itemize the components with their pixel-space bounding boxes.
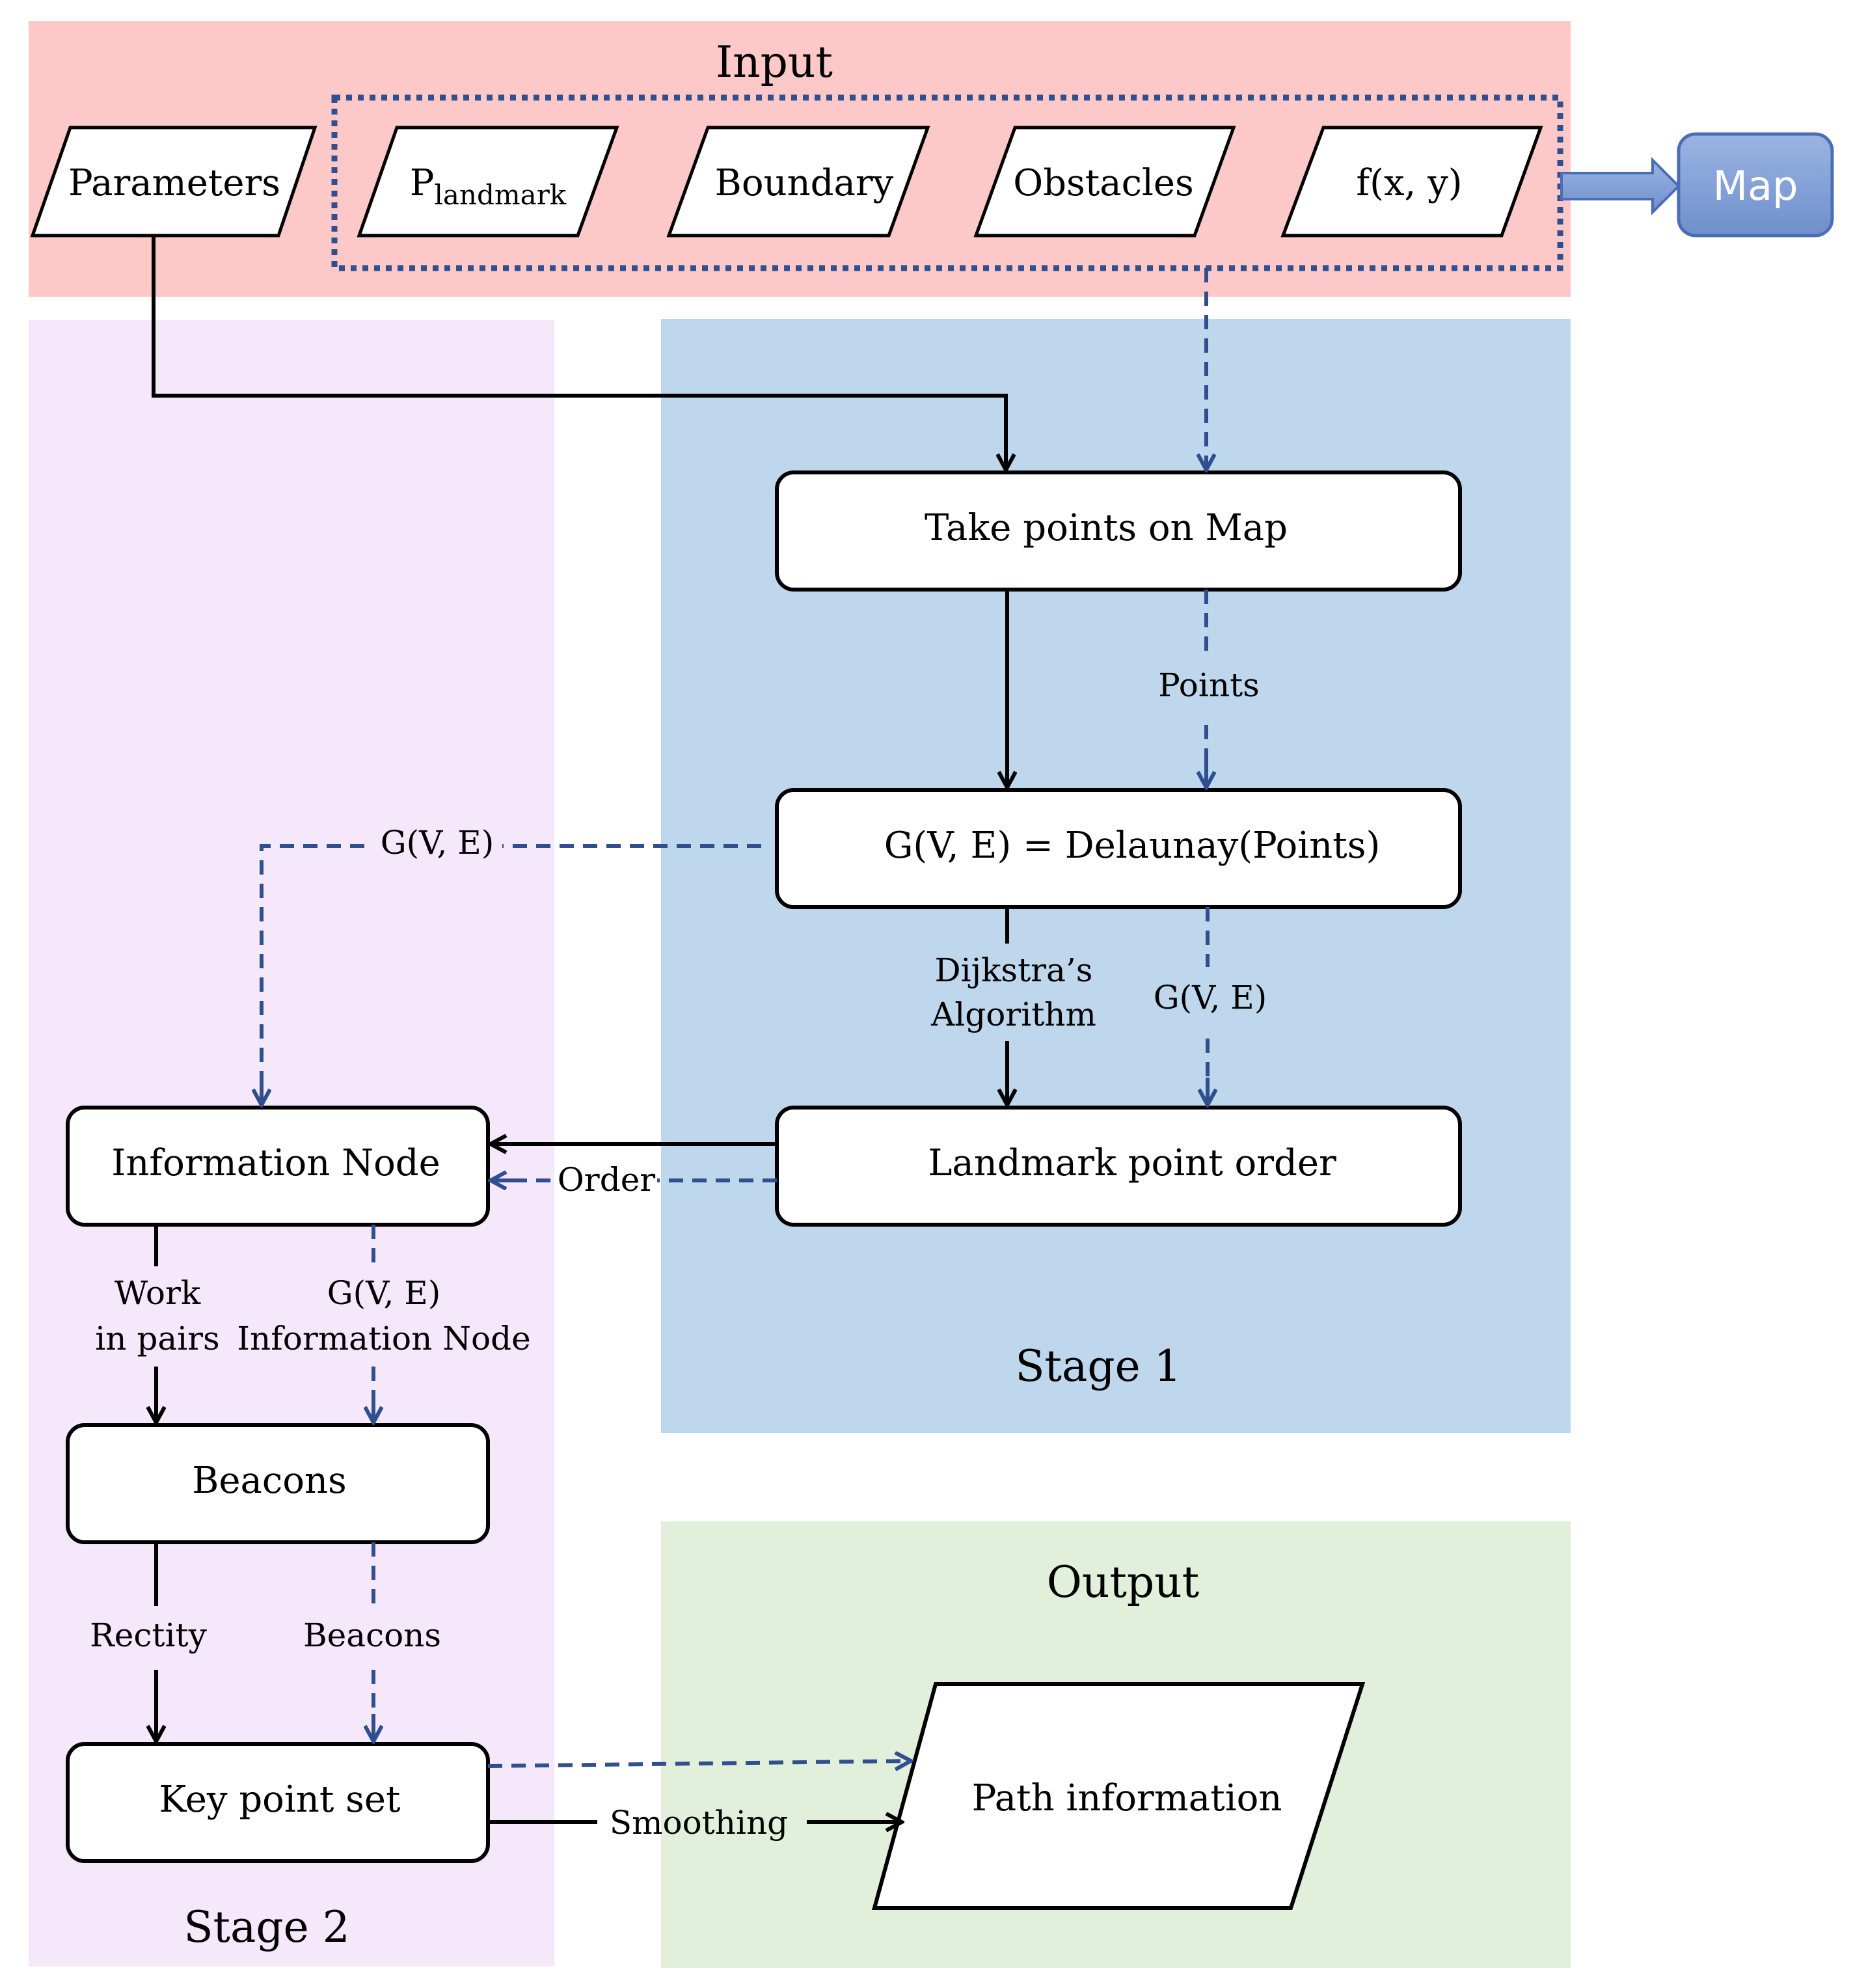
input-panel-title: Input (716, 37, 833, 87)
path-information-shape (872, 1682, 1366, 1910)
fxy-input-shape (1280, 126, 1543, 238)
obstacles-input-shape (973, 126, 1236, 238)
rectity-edge-label: Rectity (90, 1616, 207, 1654)
parameters-input-shape (30, 126, 318, 238)
delaunay-to-information-node-dashed-arrow (260, 844, 761, 1105)
key-point-set-label: Key point set (159, 1778, 401, 1821)
stage2-panel-title: Stage 2 (183, 1902, 349, 1952)
output-panel-title: Output (1047, 1557, 1199, 1607)
beacons-label: Beacons (192, 1460, 347, 1502)
map-box (1677, 132, 1834, 238)
key-point-set-to-path-dashed-arrow (487, 1761, 911, 1766)
delaunay-box (775, 788, 1462, 909)
path-information-label: Path information (972, 1777, 1282, 1819)
delaunay-label: G(V, E) = Delaunay(Points) (884, 824, 1381, 867)
fxy-input-label: f(x, y) (1356, 162, 1462, 204)
smoothing-edge-label: Smoothing (610, 1804, 788, 1842)
p-landmark-main: P (410, 162, 435, 204)
gve-info-edge-label-line1: G(V, E) (327, 1274, 441, 1312)
work-in-pairs-edge-label-line2: in pairs (95, 1320, 219, 1357)
points-edge-label: Points (1158, 666, 1260, 704)
take-points-label: Take points on Map (925, 507, 1288, 549)
obstacles-input-label: Obstacles (1013, 162, 1194, 204)
boundary-input-label: Boundary (715, 162, 894, 204)
parameters-to-take-points-arrow (152, 236, 1006, 470)
p-landmark-input-label: Plandmark (410, 162, 567, 211)
p-landmark-input-shape (357, 126, 619, 238)
parameters-input-label: Parameters (68, 162, 280, 204)
stage1-panel-title: Stage 1 (1015, 1341, 1181, 1391)
p-landmark-subscript: landmark (434, 179, 566, 211)
gve-left-edge-label: G(V, E) (381, 824, 494, 862)
beacons-edge-label: Beacons (303, 1616, 441, 1654)
gve-right-edge-label: G(V, E) (1154, 979, 1267, 1016)
map-block-arrow (1560, 157, 1681, 215)
landmark-order-label: Landmark point order (928, 1142, 1336, 1184)
take-points-box (775, 470, 1462, 592)
information-node-box (66, 1106, 490, 1227)
order-edge-label: Order (558, 1161, 655, 1199)
dijkstra-edge-label-line1: Dijkstra’s (935, 951, 1093, 989)
information-node-label: Information Node (111, 1142, 440, 1184)
map-inputs-group (331, 94, 1563, 271)
gve-info-edge-label-line2: Information Node (237, 1320, 530, 1357)
key-point-set-box (66, 1742, 490, 1863)
dijkstra-edge-label-line2: Algorithm (930, 996, 1096, 1033)
boundary-input-shape (666, 126, 930, 238)
work-in-pairs-edge-label-line1: Work (115, 1274, 201, 1312)
landmark-order-box (775, 1106, 1462, 1227)
beacons-box (66, 1423, 490, 1544)
map-box-label: Map (1713, 162, 1798, 210)
